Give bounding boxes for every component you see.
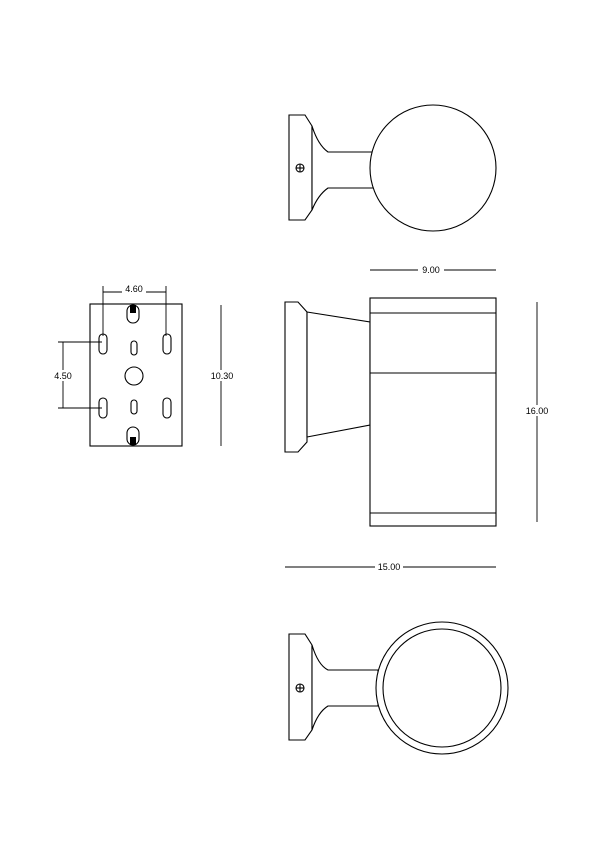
- mounting-plate-slot-right-lower: [162, 397, 172, 419]
- bottom-view-screw-icon: [295, 683, 305, 693]
- side-view: 9.00 16.00 15.00: [284, 264, 552, 572]
- bottom-view-arm: [311, 644, 379, 731]
- dim-bracket-vertical: 4.50: [50, 341, 102, 409]
- top-view-screw-icon: [295, 163, 305, 173]
- dim-body-height: 16.00: [522, 302, 552, 522]
- bottom-view: [288, 621, 509, 755]
- mounting-plate-front-view: 4.60 4.50 10.30: [50, 284, 237, 447]
- mounting-plate-top-slot: [126, 304, 140, 324]
- dim-body-diameter-label: 9.00: [422, 265, 440, 275]
- bottom-view-body-inner: [382, 628, 502, 748]
- top-view-body: [369, 104, 497, 232]
- mounting-plate-slot-right-upper: [162, 333, 172, 355]
- dim-bracket-height-label: 10.30: [211, 371, 234, 381]
- side-view-arm: [306, 311, 371, 438]
- dim-total-projection: 15.00: [285, 561, 496, 572]
- dim-bracket-horizontal-label: 4.60: [125, 284, 143, 294]
- bottom-view-body-outer: [375, 621, 509, 755]
- side-view-wall-plate: [284, 301, 308, 453]
- top-view: [288, 104, 497, 232]
- mounting-plate-slot-center-upper: [130, 340, 138, 356]
- dim-bracket-vertical-label: 4.50: [54, 371, 72, 381]
- top-view-arm: [311, 125, 379, 211]
- dim-total-projection-label: 15.00: [378, 562, 401, 572]
- dim-bracket-horizontal: 4.60: [102, 284, 167, 336]
- side-view-body: [369, 297, 497, 527]
- mounting-plate-outline: [89, 303, 183, 447]
- dim-body-diameter: 9.00: [370, 264, 496, 275]
- dim-body-height-label: 16.00: [526, 406, 549, 416]
- mounting-plate-center-hole: [124, 366, 144, 386]
- mounting-plate-slot-center-lower: [130, 399, 138, 415]
- dim-bracket-height: 10.30: [207, 305, 237, 446]
- mounting-plate-bottom-slot: [126, 426, 140, 446]
